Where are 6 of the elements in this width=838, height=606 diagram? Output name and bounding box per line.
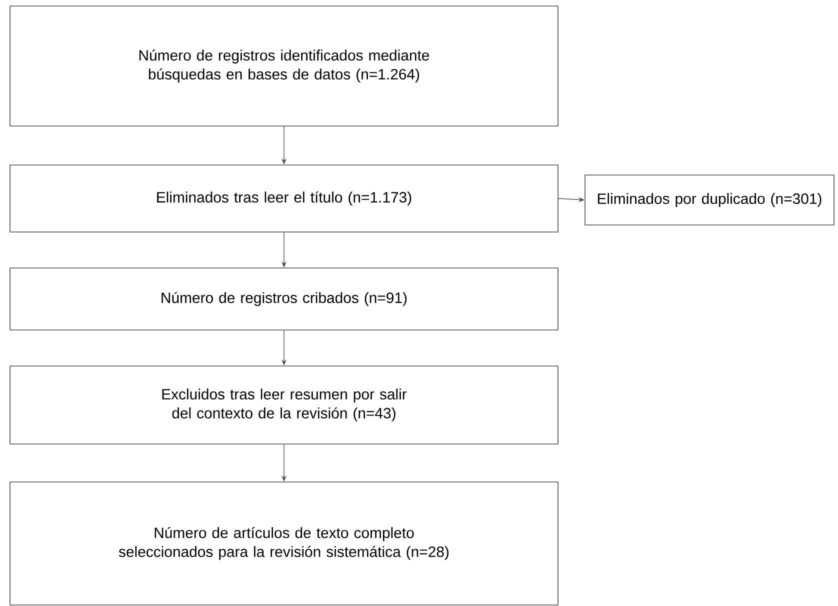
process-box: Eliminados por duplicado (n=301) [584,174,834,226]
process-box: Eliminados tras leer el título (n=1.173) [10,164,558,232]
process-box: Número de registros identificados mediante búsquedas en bases de datos (n=1.264) [10,6,558,126]
process-box: Número de registros cribados (n=91) [10,268,558,330]
process-box: Excluidos tras leer resumen por salir del contexto de la revisión (n=43) [10,366,558,444]
process-box: Número de artículos de texto completo seleccionados para la revisión sistemática (n=28) [10,482,558,606]
